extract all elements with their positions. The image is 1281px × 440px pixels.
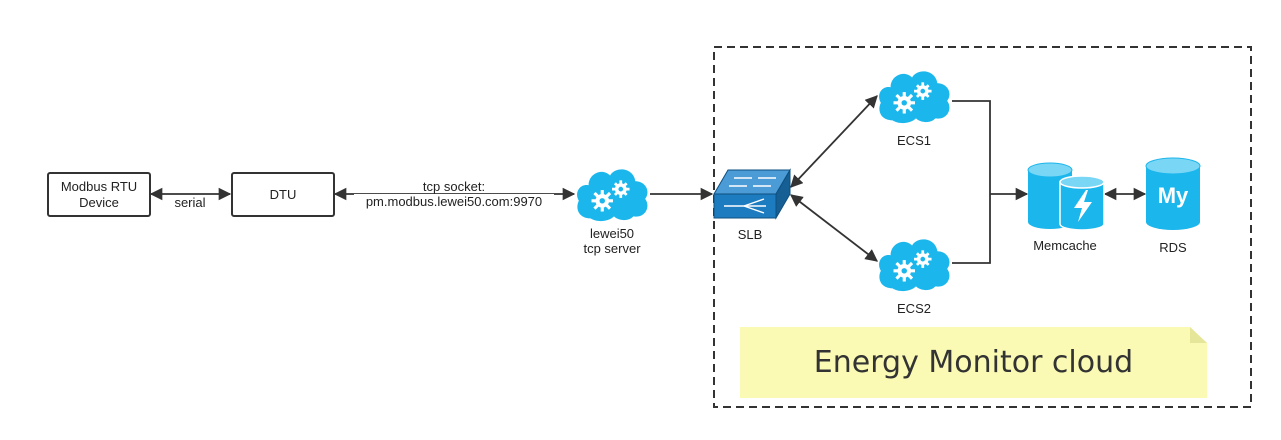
memcache-label: Memcache — [1033, 238, 1097, 253]
note-background — [740, 327, 1207, 398]
cloud-gear-icon — [877, 237, 952, 293]
cloud-gear-icon — [877, 69, 952, 125]
ecs-memcache-bracket — [952, 100, 991, 264]
cloud-region-border — [713, 46, 1252, 408]
tcp-socket-label: tcp socket: — [422, 179, 486, 194]
dtu-node: DTU — [231, 172, 335, 217]
cloud-gear-icon — [575, 167, 650, 223]
modbus-device-node: Modbus RTU Device — [47, 172, 151, 217]
ecs1-label: ECS1 — [897, 133, 931, 148]
slb-ecs2-connector — [790, 194, 878, 262]
rds-logo-text: My — [1157, 183, 1189, 208]
lightning-icon — [1074, 190, 1092, 222]
slb-ecs1-connector — [790, 95, 878, 188]
serial-label: serial — [165, 195, 215, 210]
network-switch-icon — [713, 168, 791, 220]
tcp-server-role-label: tcp server — [583, 241, 641, 256]
ecs2-label: ECS2 — [897, 301, 931, 316]
note-fold — [1190, 327, 1207, 343]
database-icon — [1027, 162, 1105, 231]
mysql-icon — [1145, 157, 1201, 230]
rds-label: RDS — [1159, 240, 1187, 255]
tcp-server-name-label: lewei50 — [589, 226, 635, 241]
slb-label: SLB — [737, 227, 763, 242]
energy-monitor-cloud-title: Energy Monitor cloud — [813, 345, 1134, 380]
tcp-socket-address-label: pm.modbus.lewei50.com:9970 — [354, 194, 554, 209]
